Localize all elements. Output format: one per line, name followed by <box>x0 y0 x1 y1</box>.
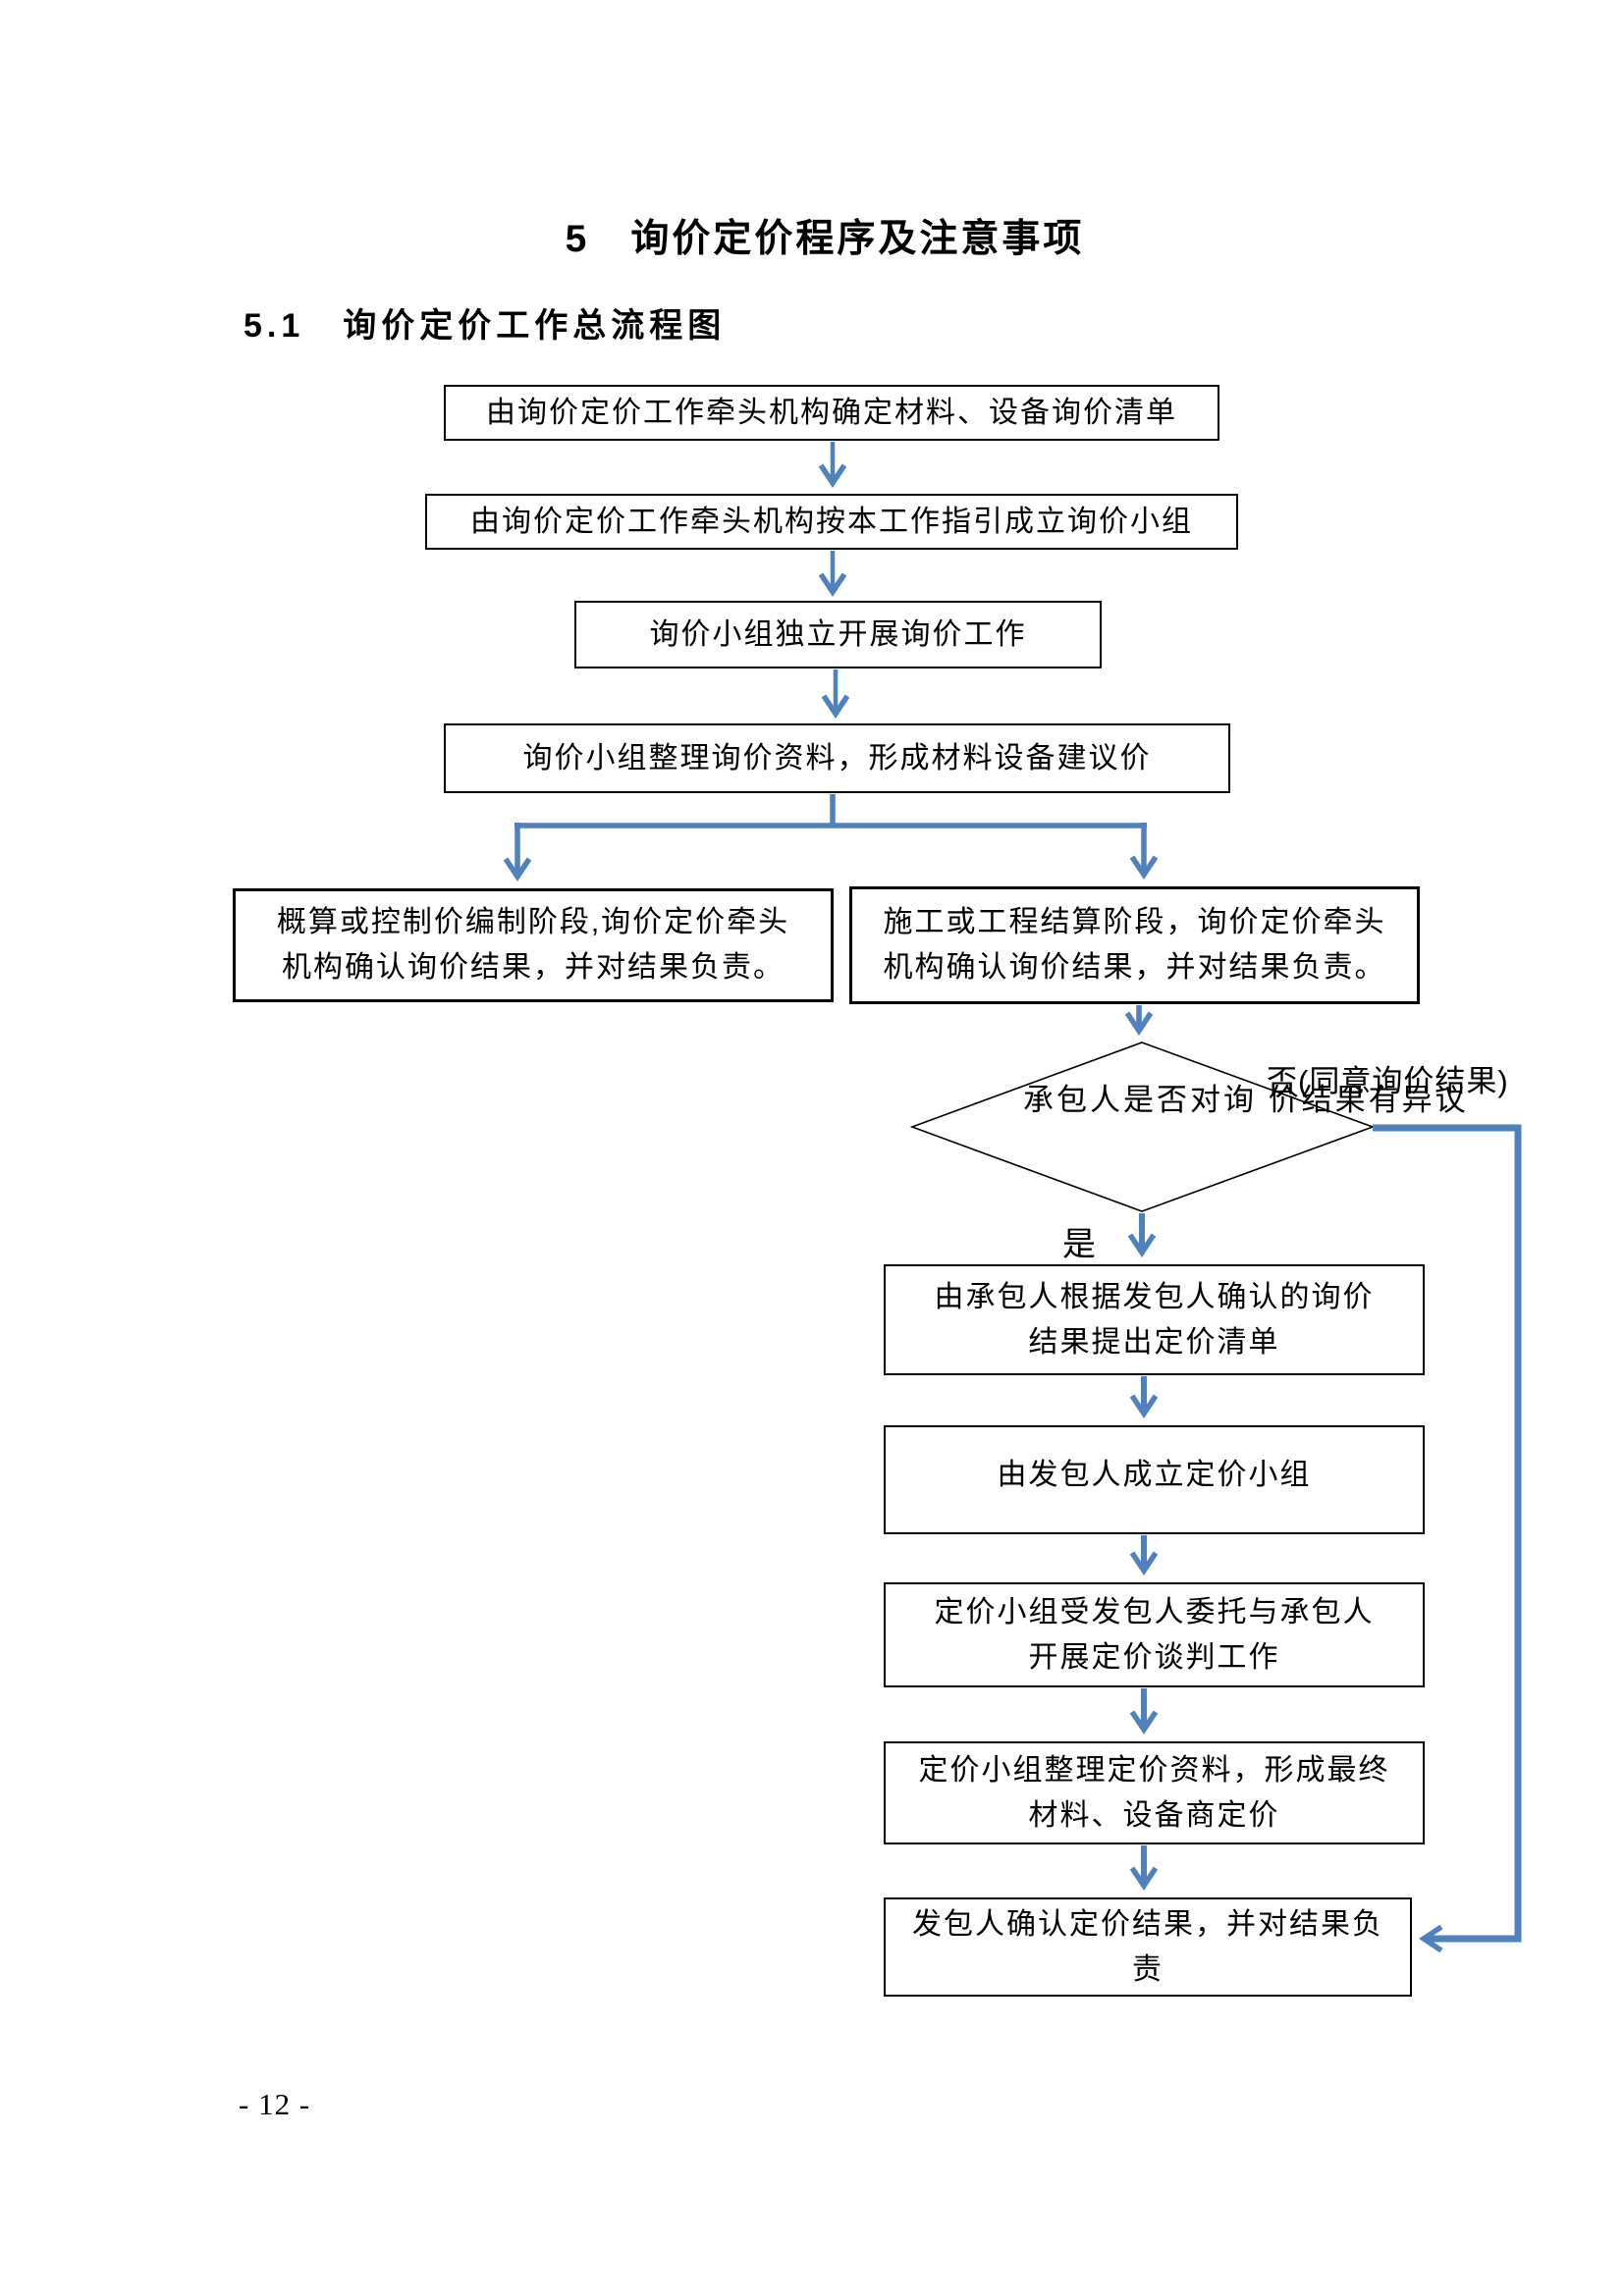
flow-box-text-line1: 概算或控制价编制阶段,询价定价牵头 <box>276 906 790 938</box>
flow-box-text-line1: 由承包人根据发包人确认的询价 <box>934 1280 1375 1313</box>
section-heading: 5.1 询价定价工作总流程图 <box>244 307 727 345</box>
flow-box-text-line2: 机构确认询价结果，并对结果负责。 <box>282 951 785 984</box>
flow-box-text-line1: 定价小组受发包人委托与承包人 <box>934 1595 1375 1629</box>
decision-diamond <box>909 1041 1376 1212</box>
flow-box-text: 询价小组独立开展询价工作 <box>649 617 1027 651</box>
decision-text: 承包人是否对询 价结果有异议 <box>1023 1078 1466 1122</box>
page-title: 5 询价定价程序及注意事项 <box>565 218 1085 260</box>
flow-box-independent-inquiry: 询价小组独立开展询价工作 <box>574 601 1102 668</box>
flow-box-text-line2: 责 <box>1132 1952 1164 1986</box>
branch-label-no: 否(同意询价结果) <box>1267 1064 1509 1098</box>
branch-label-yes: 是 <box>1062 1226 1097 1263</box>
flow-box-estimate-stage: 概算或控制价编制阶段,询价定价牵头 机构确认询价结果，并对结果负责。 <box>233 888 834 1002</box>
flow-box-employer-confirm-pricing: 发包人确认定价结果，并对结果负 责 <box>884 1897 1412 1997</box>
flow-box-text-line2: 材料、设备商定价 <box>1028 1798 1280 1832</box>
flow-box-text-line1: 施工或工程结算阶段，询价定价牵头 <box>883 906 1386 938</box>
flow-box-determine-inquiry-list: 由询价定价工作牵头机构确定材料、设备询价清单 <box>444 385 1219 441</box>
flow-box-text: 由发包人成立定价小组 <box>997 1459 1312 1491</box>
split-connector <box>514 794 1147 828</box>
flow-box-construction-stage: 施工或工程结算阶段，询价定价牵头 机构确认询价结果，并对结果负责。 <box>849 886 1420 1004</box>
flow-box-compile-inquiry-data: 询价小组整理询价资料，形成材料设备建议价 <box>444 723 1230 793</box>
flow-box-contractor-pricing-list: 由承包人根据发包人确认的询价 结果提出定价清单 <box>884 1264 1425 1375</box>
flow-box-compile-pricing-data: 定价小组整理定价资料，形成最终 材料、设备商定价 <box>884 1741 1425 1844</box>
decision-text-line2: 价结果有异议 <box>1268 1083 1469 1117</box>
flow-box-text-line2: 机构确认询价结果，并对结果负责。 <box>883 951 1386 984</box>
flow-box-establish-pricing-team: 由发包人成立定价小组 <box>884 1425 1425 1534</box>
decision-text-line1: 承包人是否对询 <box>1023 1083 1257 1117</box>
flow-box-establish-inquiry-team: 由询价定价工作牵头机构按本工作指引成立询价小组 <box>425 494 1238 550</box>
flow-box-text-line1: 发包人确认定价结果，并对结果负 <box>912 1907 1383 1941</box>
flow-box-text-line1: 定价小组整理定价资料，形成最终 <box>918 1753 1390 1787</box>
flow-box-text: 由询价定价工作牵头机构按本工作指引成立询价小组 <box>470 505 1193 538</box>
flow-box-text: 由询价定价工作牵头机构确定材料、设备询价清单 <box>486 396 1177 429</box>
no-path-connector <box>1373 1124 1522 1939</box>
flow-box-text: 询价小组整理询价资料，形成材料设备建议价 <box>522 741 1152 774</box>
flow-box-text-line2: 结果提出定价清单 <box>1028 1325 1280 1359</box>
flow-box-text-line2: 开展定价谈判工作 <box>1028 1640 1280 1674</box>
flow-box-pricing-negotiation: 定价小组受发包人委托与承包人 开展定价谈判工作 <box>884 1582 1425 1687</box>
page-number: - 12 - <box>239 2087 311 2121</box>
